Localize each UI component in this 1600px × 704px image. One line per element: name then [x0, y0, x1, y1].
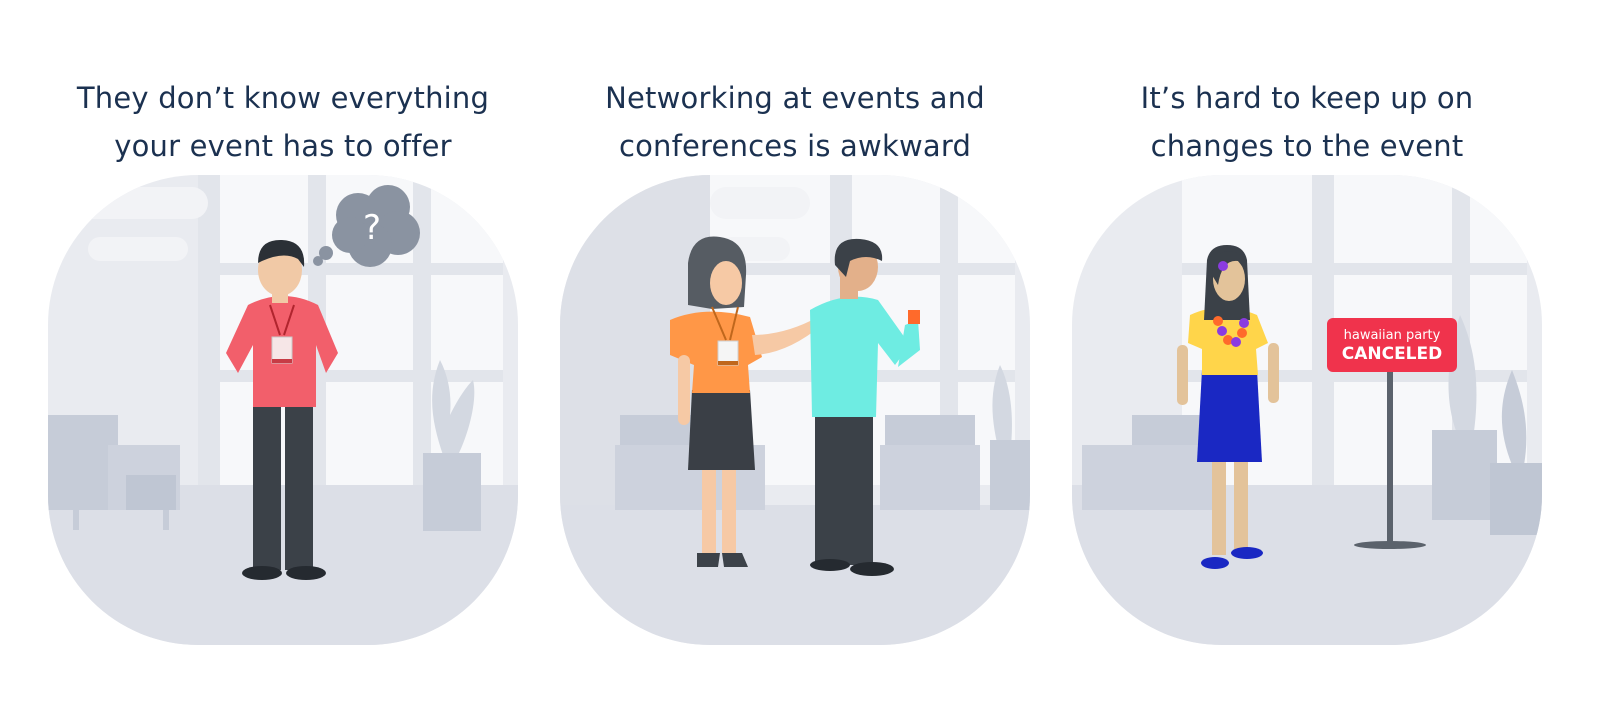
sign-subtitle: hawaiian party: [1344, 328, 1441, 343]
chair-leg: [163, 510, 169, 530]
panel-caption: Networking at events and conferences is …: [545, 74, 1045, 170]
caption-line-1: Networking at events and: [605, 81, 985, 116]
window-frame: [1182, 263, 1527, 275]
panel-unaware-attendee: They don’t know everything your event ha…: [33, 0, 533, 704]
armchair: [1082, 445, 1212, 510]
plant: [432, 360, 475, 455]
plant-pot: [1490, 463, 1542, 535]
plant-pot: [423, 453, 481, 531]
armchair: [48, 415, 118, 510]
person-hawaiian: [1177, 245, 1279, 569]
caption-line-2: your event has to offer: [114, 129, 452, 164]
question-mark: ?: [363, 208, 381, 248]
scene-svg: hawaiian party CANCELED: [1072, 175, 1542, 645]
plant-pot: [1432, 430, 1497, 520]
caption-line-1: They don’t know everything: [76, 81, 490, 116]
floor: [560, 505, 1030, 645]
plant-pot: [990, 440, 1030, 510]
scene-svg: [560, 175, 1030, 645]
flower-icon: [1218, 261, 1228, 271]
scene-illustration: ?: [48, 175, 518, 645]
panel-event-changes: It’s hard to keep up on changes to the e…: [1057, 0, 1557, 704]
lei-icon: [1213, 316, 1249, 347]
window-frame: [940, 175, 958, 485]
panel-caption: They don’t know everything your event ha…: [33, 74, 533, 170]
scene-illustration: [560, 175, 1030, 645]
drink-cup: [908, 310, 920, 324]
chair-leg: [73, 510, 79, 530]
person-attendee: [226, 239, 338, 580]
window-frame: [1312, 175, 1334, 485]
cloud: [68, 187, 208, 219]
armchair: [126, 475, 176, 510]
scene-svg: ?: [48, 175, 518, 645]
canceled-sign: hawaiian party CANCELED: [1327, 318, 1457, 549]
caption-line-2: conferences is awkward: [618, 129, 972, 164]
scene-illustration: hawaiian party CANCELED: [1072, 175, 1542, 645]
person-man: [810, 238, 920, 576]
sign-title: CANCELED: [1342, 344, 1443, 364]
thought-bubble-icon: [313, 185, 420, 267]
window-frame: [198, 175, 220, 485]
panel-caption: It’s hard to keep up on changes to the e…: [1057, 74, 1557, 170]
plant: [992, 365, 1012, 455]
plant: [1501, 370, 1527, 465]
caption-line-1: It’s hard to keep up on: [1140, 81, 1474, 116]
cloud: [710, 187, 810, 219]
window-frame: [413, 175, 431, 485]
person-woman: [670, 236, 822, 567]
window-frame: [198, 370, 503, 382]
armchair: [880, 445, 980, 510]
window-frame: [198, 263, 503, 275]
caption-line-2: changes to the event: [1150, 129, 1464, 164]
panel-networking: Networking at events and conferences is …: [545, 0, 1045, 704]
cloud: [88, 237, 188, 261]
